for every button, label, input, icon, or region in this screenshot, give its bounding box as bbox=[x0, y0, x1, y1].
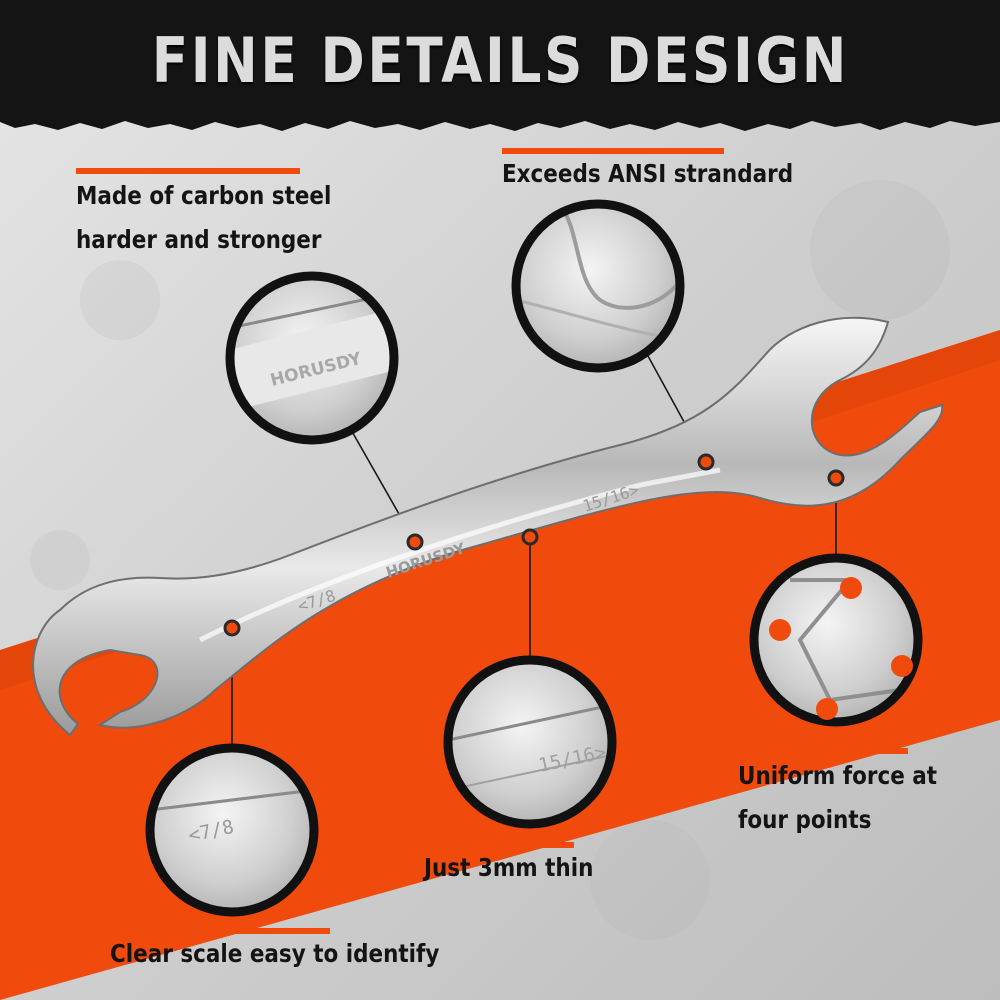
callout-accent-bar bbox=[502, 148, 724, 154]
callout-line: Uniform force at bbox=[738, 761, 938, 790]
callout-line: Just 3mm thin bbox=[424, 853, 594, 882]
callout-accent-bar bbox=[738, 748, 908, 754]
callout-uniform-force: Uniform force at four points bbox=[738, 748, 969, 842]
marker-dot-jaw bbox=[697, 453, 715, 471]
wrench-highlight bbox=[198, 467, 721, 643]
force-point bbox=[840, 577, 862, 599]
callout-line: Clear scale easy to identify bbox=[110, 939, 440, 968]
marker-dot-force bbox=[827, 469, 845, 487]
marker-dot-brand bbox=[406, 533, 424, 551]
callout-accent-bar bbox=[76, 168, 300, 174]
page-title: FINE DETAILS DESIGN bbox=[151, 23, 849, 97]
callout-line: Made of carbon steel bbox=[76, 181, 332, 210]
marker-dots bbox=[223, 453, 845, 637]
callout-line: harder and stronger bbox=[76, 225, 322, 254]
callout-line: four points bbox=[738, 805, 872, 834]
force-point bbox=[816, 698, 838, 720]
force-points bbox=[769, 577, 913, 720]
callout-clear-scale: Clear scale easy to identify bbox=[110, 928, 493, 974]
force-point bbox=[769, 619, 791, 641]
callout-carbon-steel: Made of carbon steel harder and stronger bbox=[76, 168, 373, 262]
force-point bbox=[891, 655, 913, 677]
callout-accent-bar bbox=[424, 842, 574, 848]
callout-accent-bar bbox=[110, 928, 330, 934]
marker-dot-scale bbox=[223, 619, 241, 637]
zoom-lens-force bbox=[749, 553, 923, 727]
zoom-lens-thin: 15/16> bbox=[443, 655, 617, 829]
header-bar bbox=[0, 0, 1000, 131]
header: FINE DETAILS DESIGN bbox=[0, 0, 1000, 120]
zoom-lens-scale: <7/8 bbox=[145, 743, 319, 917]
callout-thin: Just 3mm thin bbox=[424, 842, 621, 888]
marker-dot-thin bbox=[521, 528, 539, 546]
zoom-lens-jaw bbox=[511, 199, 685, 373]
callout-line: Exceeds ANSI strandard bbox=[502, 159, 794, 188]
callout-ansi: Exceeds ANSI strandard bbox=[502, 148, 841, 194]
